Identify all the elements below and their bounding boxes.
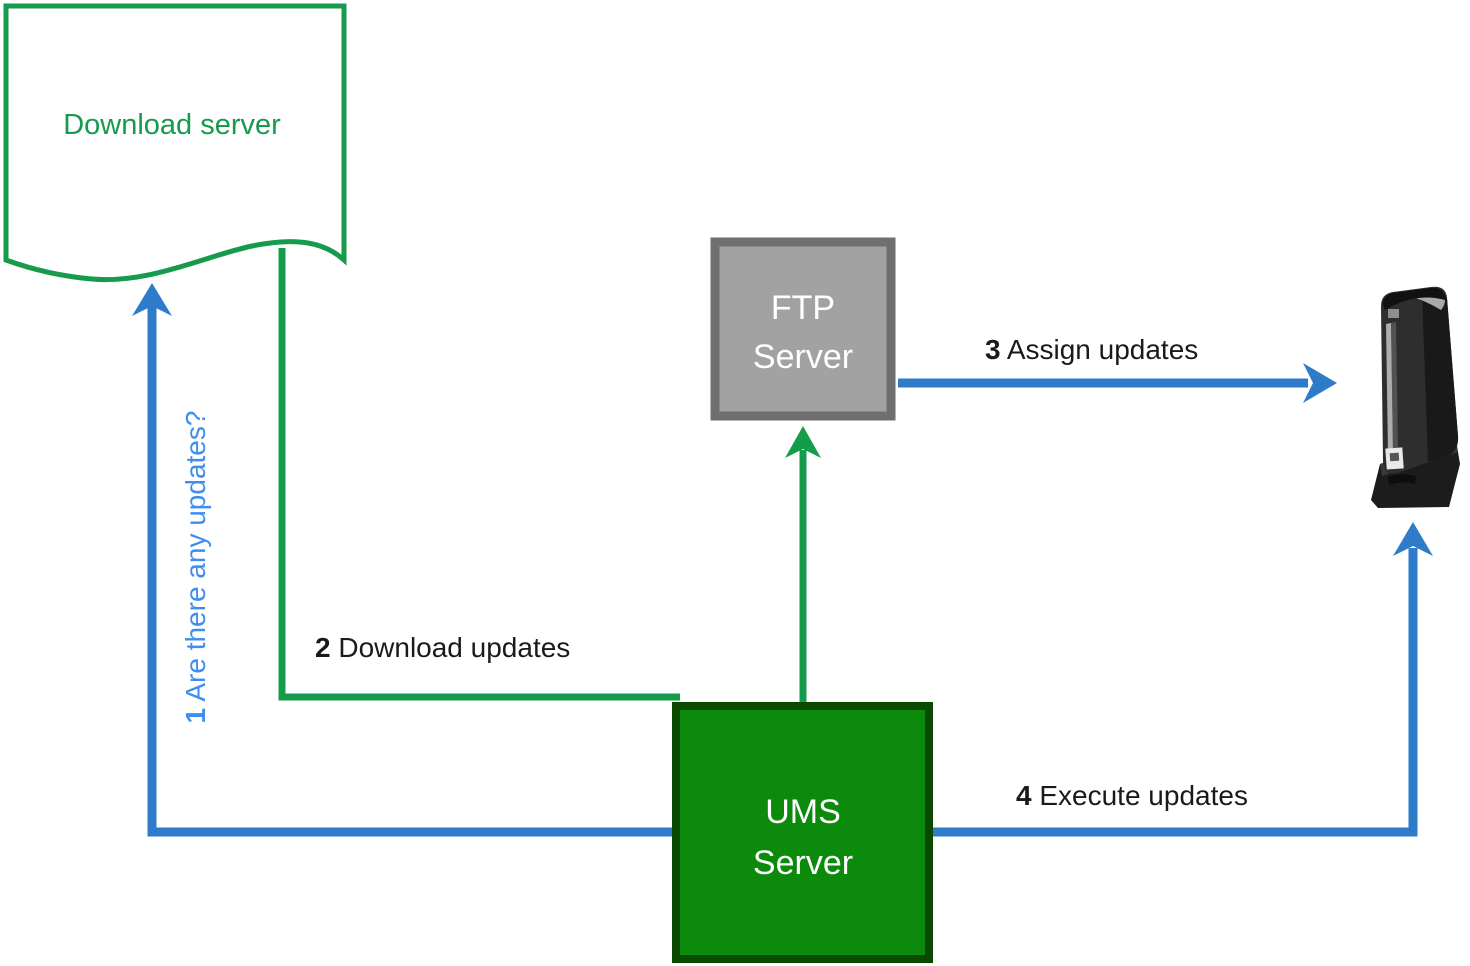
arrow-2-download-updates	[278, 248, 680, 701]
step-3-number: 3	[985, 334, 1001, 365]
ums-server-label: UMS Server	[752, 793, 854, 882]
arrow-up-head-icon	[132, 283, 172, 316]
step-3-text: Assign updates	[1006, 334, 1199, 365]
step-4-label: 4 Execute updates	[1016, 780, 1248, 812]
arrow-1-check-updates	[132, 283, 680, 837]
step-2-number: 2	[315, 632, 331, 663]
arrow-up-head-icon	[785, 426, 821, 458]
step-4-number: 4	[1016, 780, 1032, 811]
arrow-3-assign-updates	[898, 363, 1337, 403]
thin-client-device-icon	[1371, 286, 1460, 508]
download-server-label: Download server	[63, 109, 281, 141]
arrow-4-execute-updates	[925, 522, 1433, 837]
step-1-number: 1	[180, 707, 211, 724]
step-4-text: Execute updates	[1039, 780, 1248, 811]
step-2-label: 2 Download updates	[315, 632, 570, 664]
step-1-label: 1 Are there any updates?	[180, 411, 212, 724]
ftp-server-label: FTP Server	[752, 289, 854, 376]
arrow-right-head-icon	[1303, 363, 1337, 403]
download-server-node	[3, 3, 347, 283]
arrow-ums-to-ftp	[785, 426, 821, 710]
arrow-up-head-icon	[1393, 522, 1433, 556]
ums-server-node	[672, 702, 933, 963]
step-3-label: 3 Assign updates	[985, 334, 1198, 366]
step-1-text: Are there any updates?	[180, 410, 211, 702]
ftp-server-node	[710, 237, 896, 421]
step-2-text: Download updates	[338, 632, 571, 663]
